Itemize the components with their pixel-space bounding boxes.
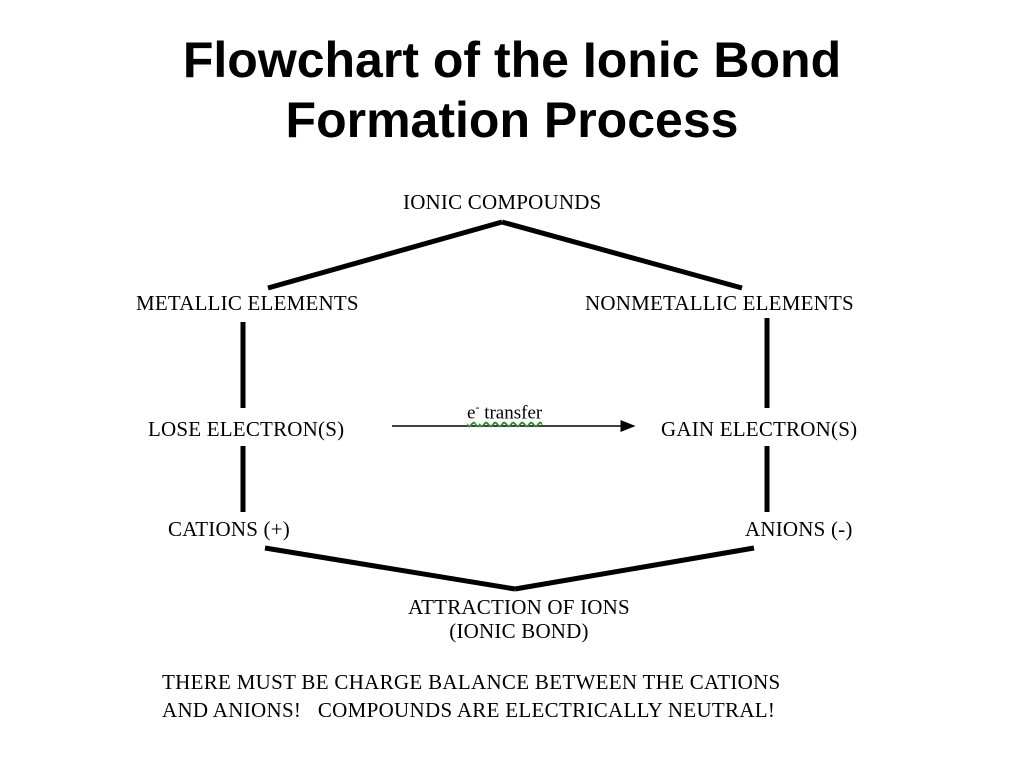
note-line-2: AND ANIONS! COMPOUNDS ARE ELECTRICALLY N… [162, 698, 776, 722]
node-lose-electrons: LOSE ELECTRON(S) [148, 417, 345, 441]
transfer-prefix: e [467, 402, 476, 424]
transfer-word: transfer [479, 402, 543, 424]
connector-cations-to-attraction [264, 545, 516, 592]
electron-transfer-label: e- transfer [467, 396, 542, 424]
node-nonmetallic-elements: NONMETALLIC ELEMENTS [585, 291, 854, 315]
connector-compounds-to-nonmetallic [501, 219, 743, 291]
node-metallic-elements: METALLIC ELEMENTS [136, 291, 359, 315]
attraction-line-1: ATTRACTION OF IONS [408, 595, 630, 619]
transfer-superscript: - [475, 400, 480, 414]
note-line-1: THERE MUST BE CHARGE BALANCE BETWEEN THE… [162, 670, 781, 694]
node-attraction-of-ions: ATTRACTION OF IONS (IONIC BOND) [386, 595, 652, 643]
node-ionic-compounds: IONIC COMPOUNDS [403, 190, 602, 214]
node-gain-electrons: GAIN ELECTRON(S) [661, 417, 858, 441]
connector-compounds-to-metallic [267, 219, 503, 291]
charge-balance-note: THERE MUST BE CHARGE BALANCE BETWEEN THE… [162, 668, 781, 724]
title-line-1: Flowchart of the Ionic Bond [182, 32, 842, 88]
attraction-line-2: (IONIC BOND) [449, 619, 589, 643]
node-anions: ANIONS (-) [745, 517, 853, 541]
title-line-2: Formation Process [285, 92, 739, 148]
slide-title: Flowchart of the Ionic Bond Formation Pr… [0, 30, 1024, 150]
connector-anions-to-attraction [514, 545, 755, 592]
node-cations: CATIONS (+) [168, 517, 290, 541]
